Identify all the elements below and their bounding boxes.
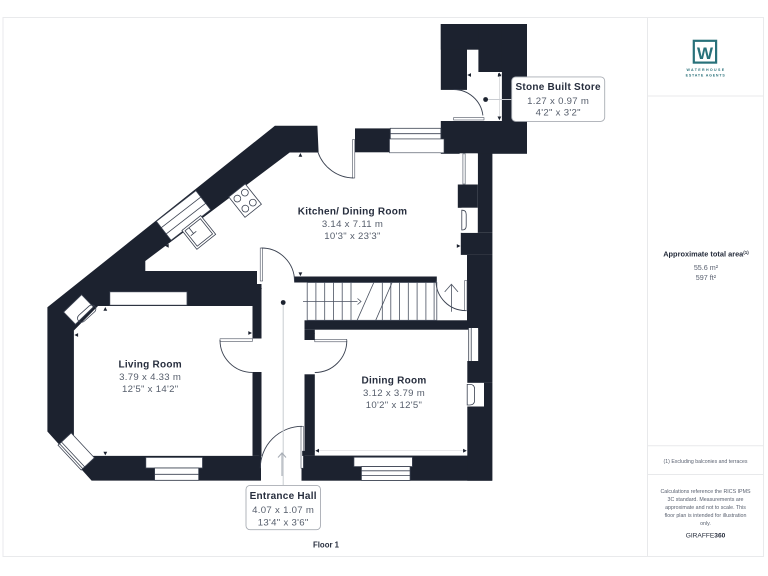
svg-text:12'5" x 14'2": 12'5" x 14'2": [122, 384, 179, 395]
svg-text:4.07 x 1.07 m: 4.07 x 1.07 m: [252, 505, 314, 516]
svg-text:Calculations reference the RIC: Calculations reference the RICS IPMS: [660, 489, 751, 495]
svg-text:1.27 x 0.97 m: 1.27 x 0.97 m: [527, 96, 589, 107]
svg-text:13'4" x 3'6": 13'4" x 3'6": [258, 518, 309, 529]
svg-text:3.14 x 7.11 m: 3.14 x 7.11 m: [322, 219, 383, 230]
svg-text:Kitchen/ Dining Room: Kitchen/ Dining Room: [298, 207, 407, 218]
svg-text:ESTATE AGENTS: ESTATE AGENTS: [686, 73, 726, 77]
svg-text:Living Room: Living Room: [119, 360, 182, 371]
svg-text:3.12 x 3.79 m: 3.12 x 3.79 m: [363, 388, 425, 399]
svg-text:597 ft²: 597 ft²: [696, 273, 717, 282]
svg-text:Stone Built Store: Stone Built Store: [516, 82, 602, 93]
svg-text:W: W: [697, 44, 714, 63]
svg-text:Approximate total area(1): Approximate total area(1): [663, 250, 749, 259]
svg-text:only.: only.: [700, 521, 711, 527]
svg-text:10'3" x 23'3": 10'3" x 23'3": [324, 231, 381, 242]
svg-text:Entrance Hall: Entrance Hall: [250, 491, 317, 502]
svg-text:GIRAFFE360: GIRAFFE360: [686, 533, 726, 540]
svg-text:(1) Excluding balconies and te: (1) Excluding balconies and terraces: [664, 459, 748, 465]
svg-text:3.79 x 4.33 m: 3.79 x 4.33 m: [119, 372, 181, 383]
svg-text:55.6 m²: 55.6 m²: [694, 263, 719, 272]
svg-text:approximate and not to scale.: approximate and not to scale. This: [665, 505, 746, 511]
svg-text:4'2" x 3'2": 4'2" x 3'2": [536, 108, 581, 119]
svg-text:floor plan is intended for ill: floor plan is intended for illustration: [665, 513, 747, 519]
svg-text:3C standard. Measurements are: 3C standard. Measurements are: [668, 497, 744, 503]
svg-text:Dining Room: Dining Room: [362, 376, 427, 387]
svg-text:10'2" x 12'5": 10'2" x 12'5": [366, 400, 423, 411]
svg-text:Floor 1: Floor 1: [313, 541, 340, 550]
svg-text:WATERHOUSE: WATERHOUSE: [687, 68, 726, 72]
